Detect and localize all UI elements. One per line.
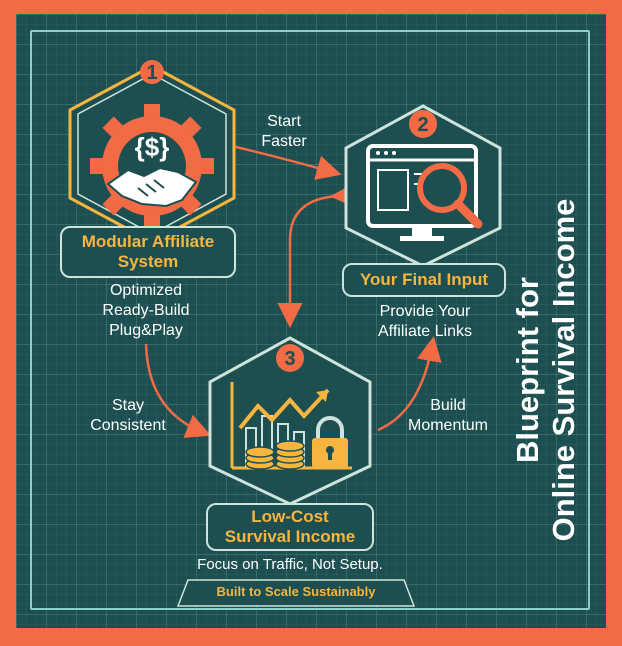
svg-text:{$}: {$} (135, 132, 170, 162)
step-1-label: Modular Affiliate System (60, 226, 236, 278)
step-1-label-line-2: System (117, 252, 179, 271)
start-faster-line-1: Start (267, 113, 301, 130)
monitor-magnifier-icon (366, 144, 483, 241)
step-3-number: 3 (284, 348, 295, 370)
step-1-desc-optimized: Optimized (109, 282, 183, 299)
stay-consistent-line-1: Stay (111, 397, 144, 414)
stay-consistent-line-2: Consistent (90, 417, 166, 434)
stay-consistent-label: Stay Consistent (78, 396, 178, 436)
step-1-desc-plug-play: Plug&Play (109, 322, 183, 339)
arrow-start-faster (231, 144, 342, 180)
title-line-2: Online Survival Income (546, 198, 581, 542)
step-3-label: Low-Cost Survival Income (206, 503, 374, 551)
build-momentum-line-1: Build (430, 397, 466, 414)
step-2-description: Provide Your Affiliate Links (350, 302, 500, 342)
inner-border (30, 30, 590, 610)
vertical-title: Blueprint for Online Survival Income (510, 140, 582, 600)
footer-tagline: Built to Scale Sustainably (216, 584, 376, 599)
step-3-label-line-2: Survival Income (224, 527, 356, 546)
step-1-label-line-1: Modular Affiliate (81, 232, 215, 251)
build-momentum-line-2: Momentum (407, 417, 489, 434)
title-line-1: Blueprint for (510, 277, 545, 463)
step-2-hexagon: 2 (344, 104, 502, 268)
footer-banner (176, 579, 416, 607)
step-2-desc-line-2: Affiliate Links (378, 323, 472, 340)
step-1-description: Optimized Ready-Build Plug&Play (64, 281, 228, 341)
step-3-hexagon: 3 (208, 336, 372, 506)
start-faster-label: Start Faster (248, 112, 320, 152)
arrow-step3-to-step2 (277, 182, 356, 328)
gear-dollar-handshake-icon: {$} (90, 104, 214, 228)
step-3-label-line-1: Low-Cost (251, 507, 329, 526)
step-1-desc-ready-build: Ready-Build (102, 302, 190, 319)
step-1-number: 1 (146, 62, 157, 84)
start-faster-line-2: Faster (261, 133, 307, 150)
step-3-description: Focus on Traffic, Not Setup. (197, 556, 383, 573)
step-1-hexagon: {$} 1 (68, 60, 236, 244)
step-2-number: 2 (417, 114, 428, 136)
arrow-stay-consistent (144, 343, 212, 438)
arrow-build-momentum (377, 336, 442, 432)
step-2-desc-line-1: Provide Your (379, 303, 471, 320)
step-2-label: Your Final Input (342, 263, 506, 297)
growth-chart-coins-lock-icon (230, 382, 352, 470)
build-momentum-label: Build Momentum (398, 396, 498, 436)
